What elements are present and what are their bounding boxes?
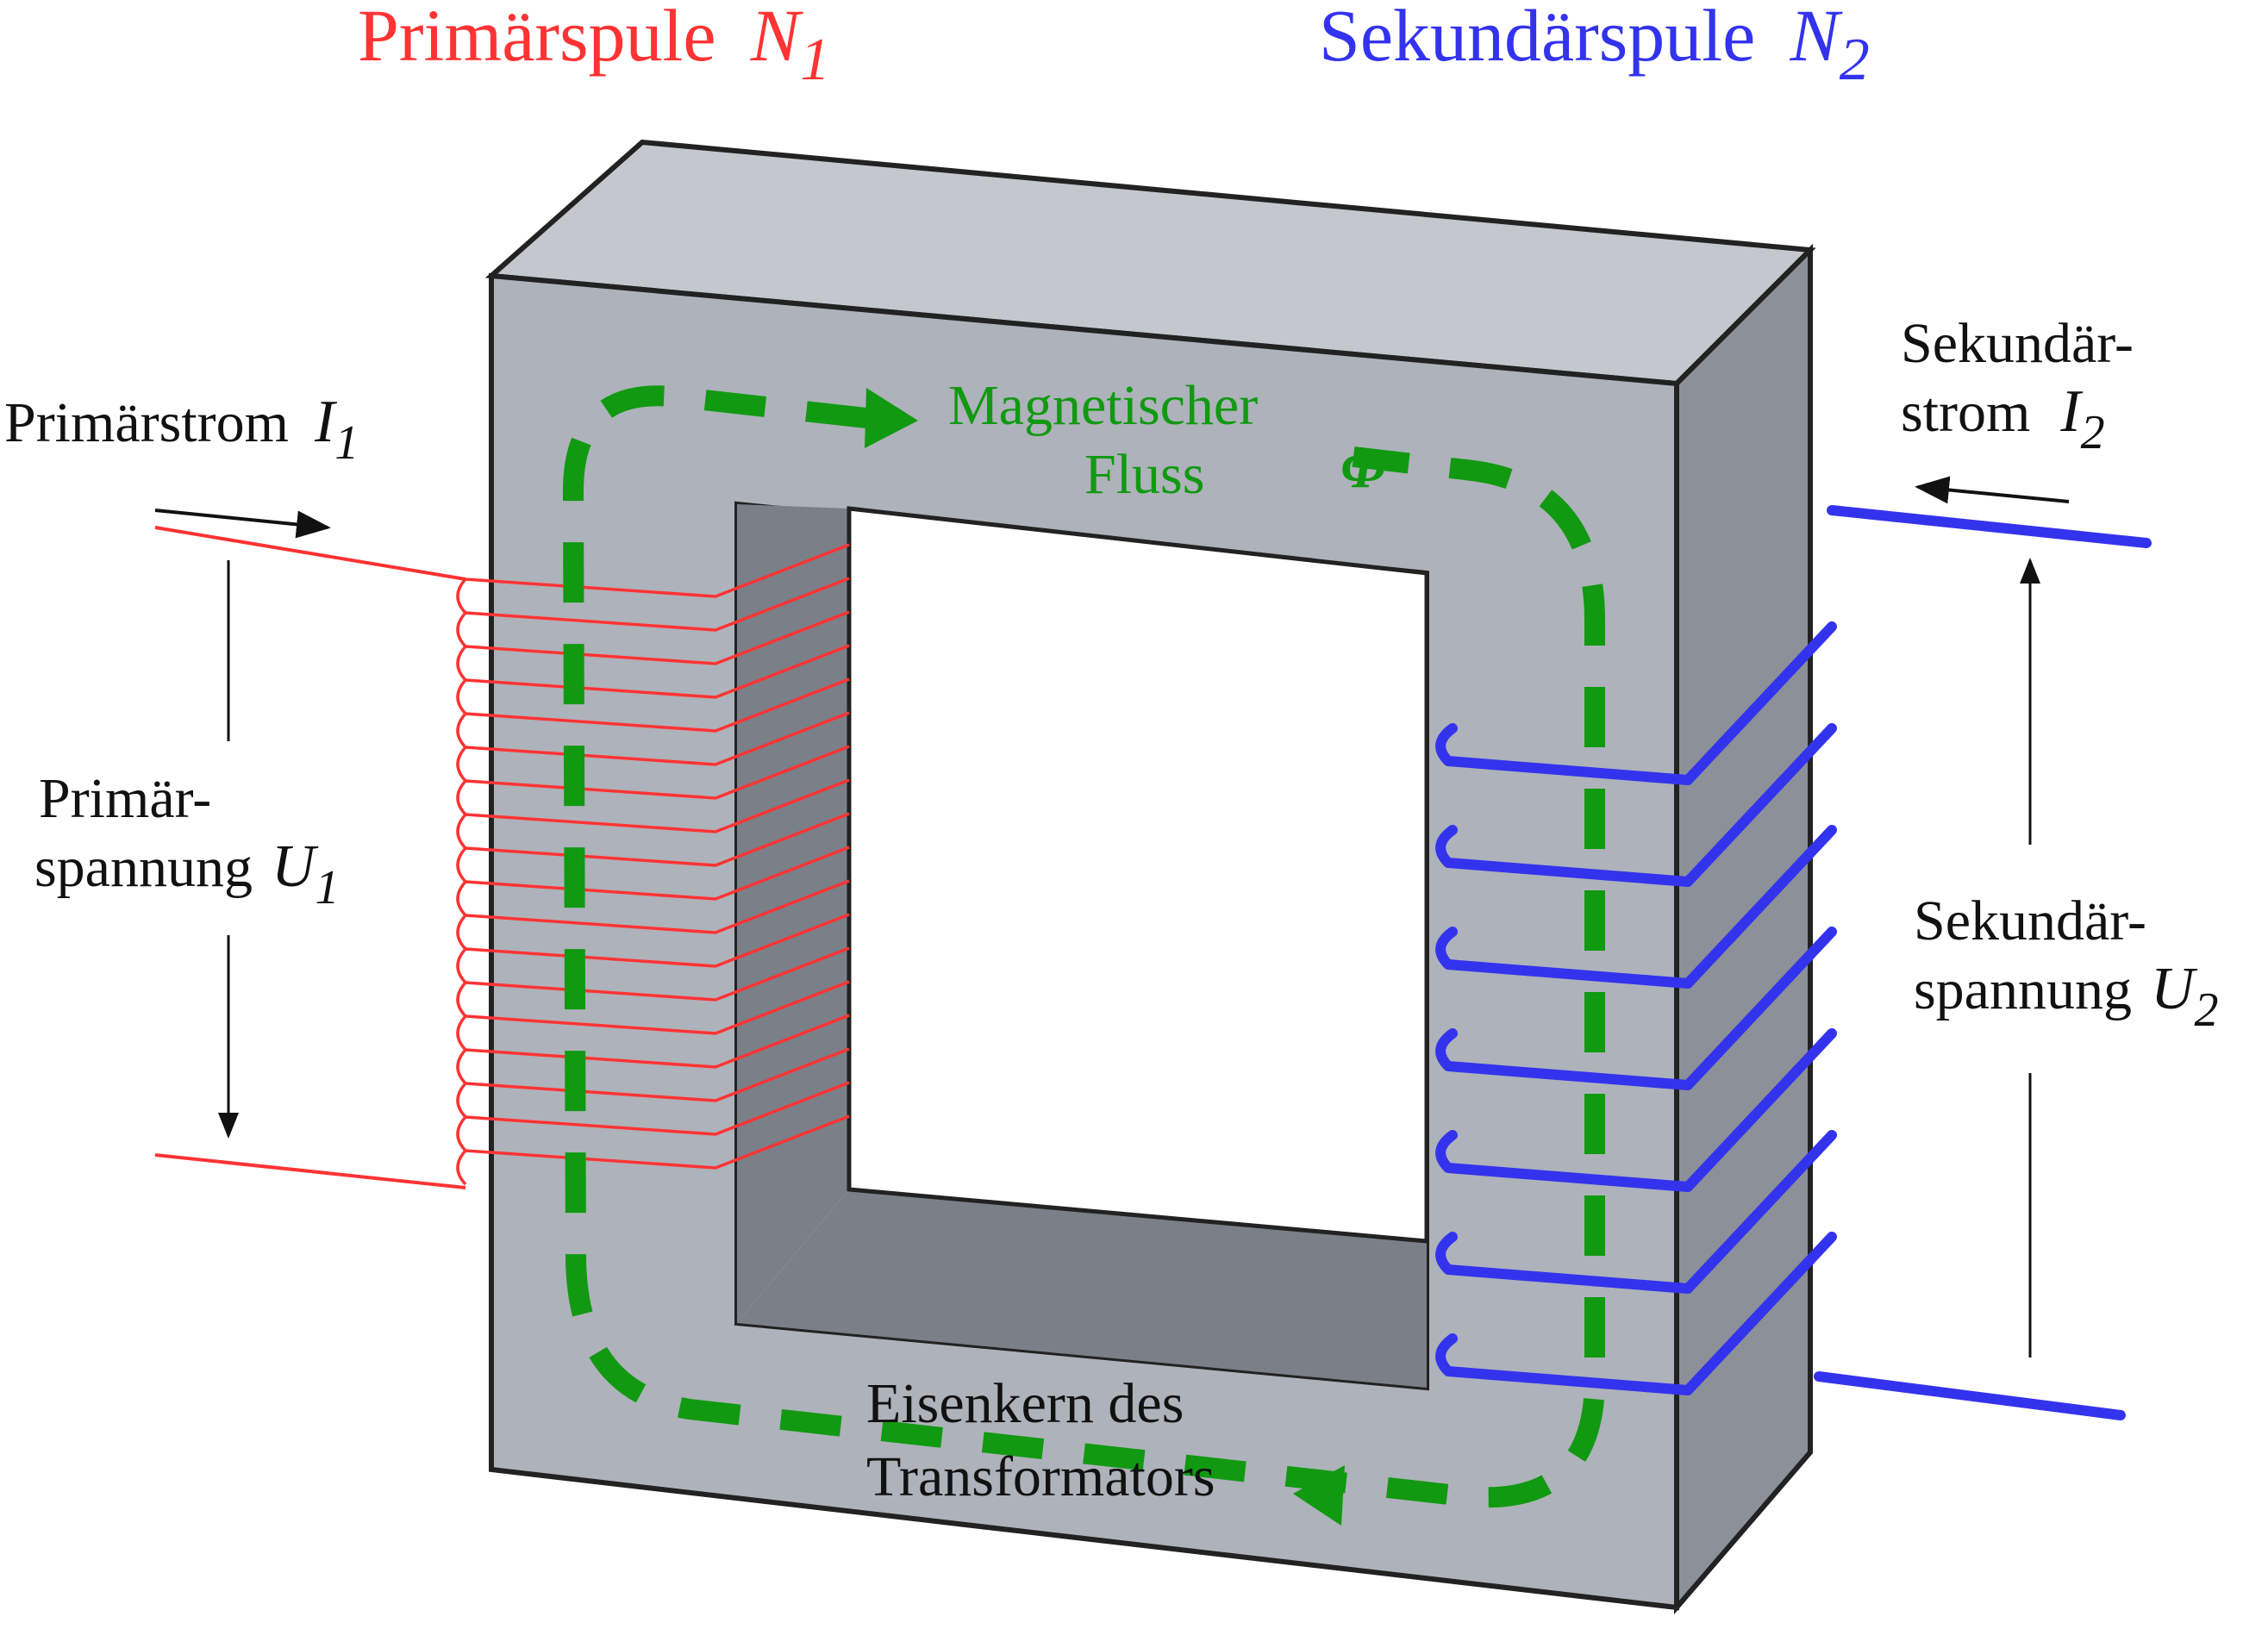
- secondary-winding: [1435, 1028, 1837, 1192]
- secondary-voltage-label-line1: Sekundär-: [1914, 889, 2146, 952]
- flux-label-line2: Fluss: [1084, 443, 1204, 506]
- primary-winding: [456, 711, 850, 783]
- primary-winding: [456, 946, 850, 1018]
- primary-winding: [456, 745, 850, 816]
- flux-path: [562, 385, 1605, 1508]
- core-window-opening: [847, 506, 1429, 1244]
- secondary-current-arrow: [1915, 476, 2070, 504]
- flux-arrow: [1293, 1465, 1345, 1526]
- primary-lead-top: [154, 526, 466, 581]
- secondary-winding: [1435, 723, 1837, 887]
- primary-winding: [456, 644, 850, 715]
- core-label-line1: Eisenkern des: [866, 1372, 1184, 1435]
- secondary-winding: [1435, 1232, 1837, 1395]
- secondary-winding: [1435, 621, 1837, 785]
- primary-winding: [456, 846, 850, 917]
- primary-winding: [456, 913, 850, 984]
- primary-voltage-label-line1: Primär-: [39, 767, 211, 830]
- primary-lead-bottom: [154, 1153, 466, 1189]
- core-label-line2: Transformators: [866, 1445, 1215, 1508]
- primary-winding: [456, 677, 850, 749]
- secondary-winding: [1435, 825, 1837, 989]
- secondary-lead-bottom: [1814, 1371, 2126, 1420]
- flux-symbol: Φ: [1340, 437, 1385, 500]
- primary-winding: [456, 980, 850, 1052]
- core-window-bottom-wall: [737, 1189, 1427, 1388]
- flux-arrow: [865, 388, 918, 448]
- primary-winding: [456, 1047, 850, 1119]
- primary-coil: [456, 543, 850, 1186]
- secondary-lead-top: [1827, 505, 2152, 548]
- primary-winding: [456, 1114, 850, 1186]
- secondary-coil: [1435, 621, 1837, 1395]
- secondary-winding: [1435, 927, 1837, 1090]
- core-window-left-wall: [737, 504, 849, 1323]
- flux-label-line1: Magnetischer: [948, 374, 1258, 437]
- primary-winding: [456, 778, 850, 850]
- primary-current-arrow: [154, 509, 331, 539]
- secondary-current-label-line1: Sekundär-: [1901, 312, 2134, 375]
- primary-winding: [456, 543, 850, 615]
- primary-winding: [456, 1081, 850, 1152]
- primary-winding: [456, 1014, 850, 1085]
- primary-winding: [456, 577, 850, 648]
- primary-winding: [456, 812, 850, 883]
- primary-winding: [456, 879, 850, 951]
- primary-winding: [456, 610, 850, 682]
- secondary-winding: [1435, 1130, 1837, 1294]
